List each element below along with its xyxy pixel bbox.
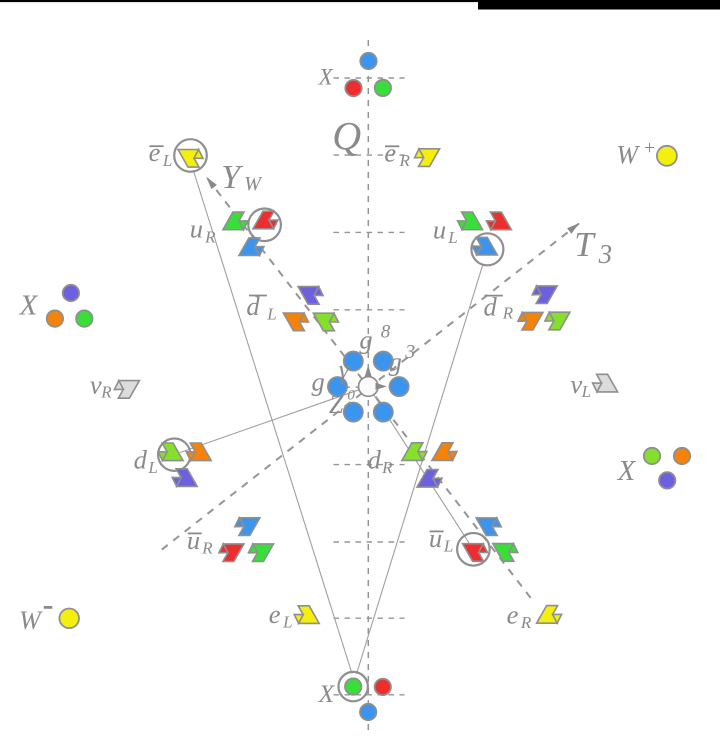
svg-text:L: L bbox=[147, 458, 157, 477]
svg-text:T: T bbox=[574, 225, 596, 264]
svg-text:L: L bbox=[447, 228, 457, 247]
svg-text:d: d bbox=[484, 291, 498, 321]
svg-text:0: 0 bbox=[347, 387, 355, 403]
svg-text:Y: Y bbox=[221, 159, 243, 196]
svg-text:ν: ν bbox=[570, 369, 582, 399]
svg-text:L: L bbox=[266, 305, 276, 324]
svg-text:+: + bbox=[643, 137, 657, 159]
svg-text:γ: γ bbox=[339, 355, 350, 384]
svg-text:e: e bbox=[269, 599, 281, 629]
svg-text:u: u bbox=[429, 523, 442, 553]
svg-text:u: u bbox=[190, 213, 203, 243]
svg-text:g: g bbox=[312, 366, 325, 396]
svg-text:d: d bbox=[134, 444, 148, 474]
svg-text:Z: Z bbox=[329, 390, 344, 419]
svg-text:W: W bbox=[19, 606, 43, 635]
svg-text:R: R bbox=[520, 613, 532, 632]
svg-text:3: 3 bbox=[598, 239, 613, 269]
svg-text:R: R bbox=[204, 228, 216, 247]
svg-text:R: R bbox=[381, 458, 393, 477]
svg-text:X: X bbox=[318, 680, 336, 708]
svg-text:L: L bbox=[282, 613, 292, 632]
svg-text:X: X bbox=[617, 456, 637, 487]
svg-text:d: d bbox=[246, 291, 260, 321]
svg-text:d: d bbox=[368, 445, 382, 475]
svg-text:R: R bbox=[502, 304, 514, 323]
svg-text:L: L bbox=[162, 151, 172, 170]
svg-text:R: R bbox=[399, 151, 411, 170]
svg-text:X: X bbox=[19, 290, 39, 322]
svg-text:u: u bbox=[187, 525, 200, 555]
svg-text:e: e bbox=[384, 137, 396, 167]
svg-text:g: g bbox=[389, 346, 402, 376]
svg-text:8: 8 bbox=[381, 322, 391, 343]
svg-text:u: u bbox=[433, 214, 446, 244]
svg-text:L: L bbox=[443, 537, 453, 556]
svg-text:3: 3 bbox=[404, 341, 415, 363]
svg-text:W: W bbox=[616, 140, 640, 169]
svg-text:e: e bbox=[507, 599, 519, 629]
svg-text:g: g bbox=[359, 325, 372, 355]
svg-text:W: W bbox=[244, 173, 263, 195]
svg-text:Q: Q bbox=[332, 113, 361, 158]
svg-text:X: X bbox=[318, 64, 334, 89]
svg-text:e: e bbox=[149, 137, 161, 167]
svg-text:R: R bbox=[100, 382, 112, 401]
svg-text:ν: ν bbox=[90, 370, 102, 400]
svg-text:R: R bbox=[201, 539, 213, 558]
svg-text:L: L bbox=[581, 382, 591, 401]
